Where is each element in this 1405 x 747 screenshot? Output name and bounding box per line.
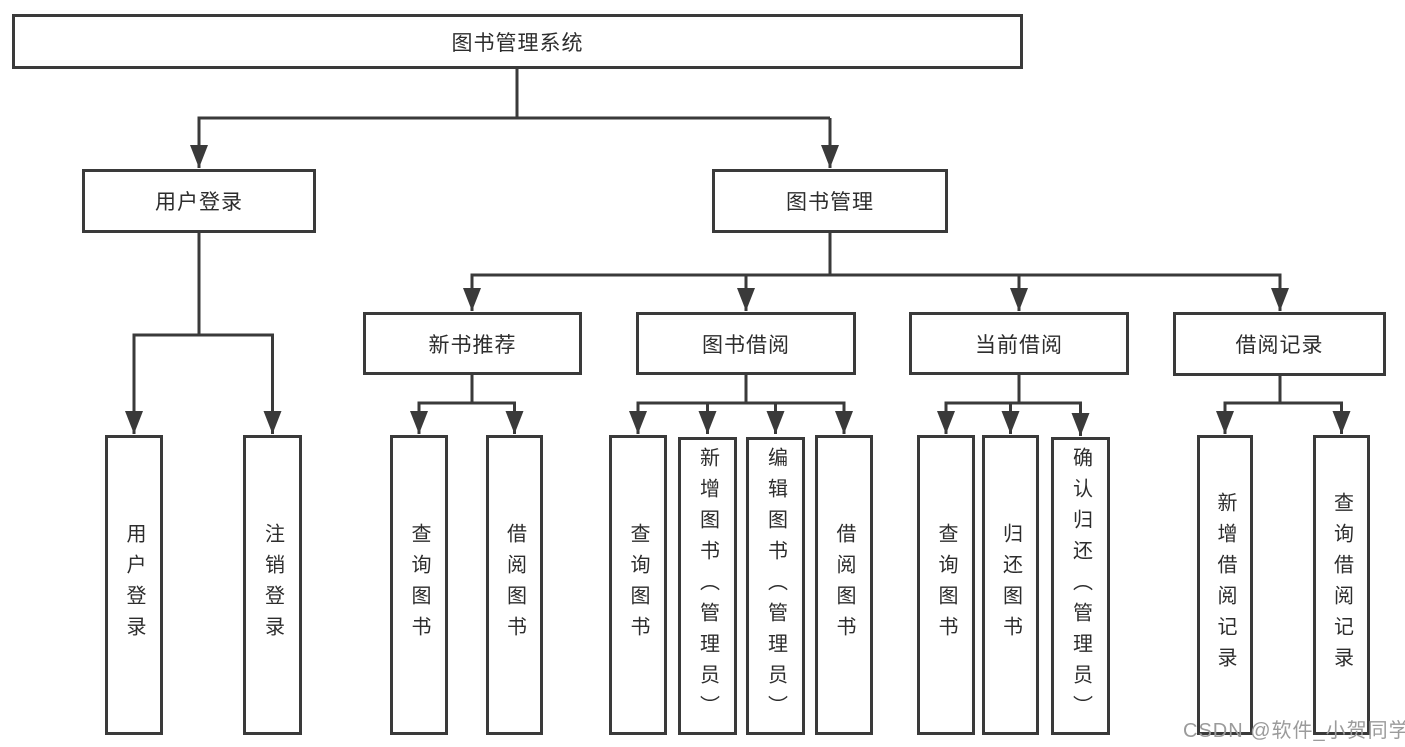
leaf-logout: 注销登录 <box>243 435 302 735</box>
connector-book-management-branch <box>470 233 1282 277</box>
leaf-recommend-query-books-label: 查询图书 <box>408 523 430 647</box>
leaf-query-borrow-record: 查询借阅记录 <box>1313 435 1370 735</box>
leaf-confirm-return-admin-label: 确认归还（管理员） <box>1069 446 1092 726</box>
node-borrow-records: 借阅记录 <box>1173 312 1386 376</box>
node-book-management-label: 图书管理 <box>786 191 874 214</box>
leaf-logout-label: 注销登录 <box>261 523 284 647</box>
connector-borrow-records-branch <box>1223 376 1343 405</box>
leaf-borrowing-borrow-books-label: 借阅图书 <box>833 523 855 647</box>
node-root: 图书管理系统 <box>12 14 1023 69</box>
leaf-return-books: 归还图书 <box>982 435 1039 735</box>
leaf-add-books-admin-label: 新增图书（管理员） <box>696 446 719 726</box>
leaf-add-borrow-record: 新增借阅记录 <box>1197 435 1253 735</box>
node-book-borrowing-label: 图书借阅 <box>702 333 790 357</box>
node-book-borrowing: 图书借阅 <box>636 312 856 375</box>
leaf-borrowing-query-books-label: 查询图书 <box>627 523 649 647</box>
node-borrow-records-label: 借阅记录 <box>1235 334 1324 357</box>
leaf-current-query-books-label: 查询图书 <box>935 523 957 647</box>
node-new-book-recommend: 新书推荐 <box>363 312 582 375</box>
leaf-recommend-query-books: 查询图书 <box>390 435 448 735</box>
node-current-borrowing-label: 当前借阅 <box>975 333 1063 357</box>
leaf-borrowing-query-books: 查询图书 <box>609 435 667 735</box>
leaf-user-login: 用户登录 <box>105 435 163 735</box>
node-root-label: 图书管理系统 <box>451 31 584 55</box>
leaf-current-query-books: 查询图书 <box>917 435 975 735</box>
leaf-edit-books-admin-label: 编辑图书（管理员） <box>764 446 787 726</box>
connector-current-borrowing-branch <box>944 375 1082 405</box>
leaf-user-login-label: 用户登录 <box>123 523 145 647</box>
node-book-management: 图书管理 <box>712 169 948 233</box>
leaf-add-books-admin: 新增图书（管理员） <box>678 437 737 735</box>
node-user-login: 用户登录 <box>82 169 316 233</box>
leaf-recommend-borrow-books: 借阅图书 <box>486 435 543 735</box>
connector-new-book-recommend-branch <box>417 375 516 405</box>
connector-root-branch <box>197 69 830 120</box>
node-user-login-label: 用户登录 <box>155 191 243 214</box>
connector-book-borrowing-branch <box>636 375 846 405</box>
leaf-edit-books-admin: 编辑图书（管理员） <box>746 437 805 735</box>
leaf-return-books-label: 归还图书 <box>999 523 1022 647</box>
leaf-add-borrow-record-label: 新增借阅记录 <box>1214 492 1236 678</box>
node-new-book-recommend-label: 新书推荐 <box>428 333 517 357</box>
connector-user-login-branch <box>132 233 274 337</box>
leaf-borrowing-borrow-books: 借阅图书 <box>815 435 873 735</box>
csdn-watermark: CSDN @软件_小贺同学 <box>1183 720 1405 742</box>
leaf-query-borrow-record-label: 查询借阅记录 <box>1330 492 1353 678</box>
node-current-borrowing: 当前借阅 <box>909 312 1129 375</box>
leaf-recommend-borrow-books-label: 借阅图书 <box>503 523 526 647</box>
leaf-confirm-return-admin: 确认归还（管理员） <box>1051 437 1110 735</box>
